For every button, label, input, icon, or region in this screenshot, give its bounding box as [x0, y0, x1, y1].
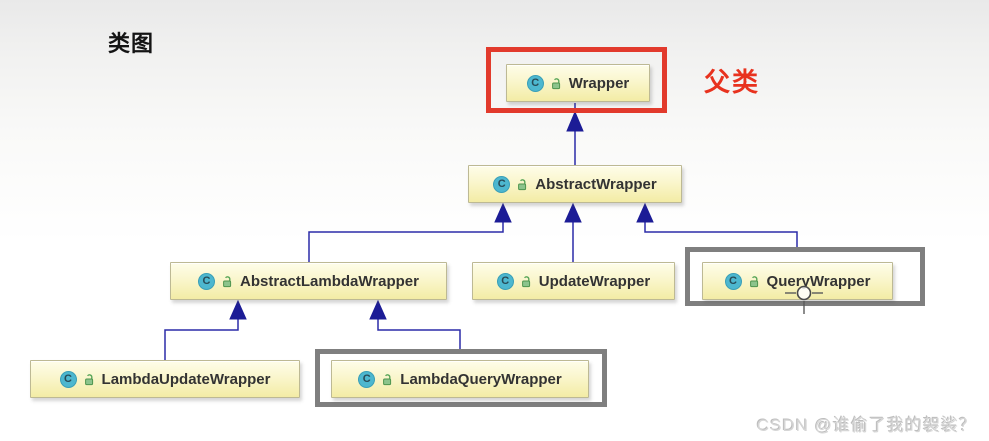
class-icon: C: [724, 272, 742, 290]
open-lock-icon: [551, 77, 560, 89]
page-title: 类图: [108, 31, 155, 56]
class-icon: C: [526, 74, 544, 92]
class-name-label: QueryWrapper: [766, 272, 871, 290]
class-node-abstract-wrapper[interactable]: C AbstractWrapper: [468, 165, 682, 203]
csdn-watermark: CSDN @谁偷了我的袈裟？: [756, 416, 977, 435]
class-node-wrapper[interactable]: C Wrapper: [506, 64, 650, 102]
class-name-label: AbstractLambdaWrapper: [240, 272, 419, 290]
highlight-box-red: [486, 47, 667, 113]
open-lock-icon: [749, 275, 758, 287]
parent-class-annotation: 父类: [704, 67, 761, 97]
class-node-update-wrapper[interactable]: C UpdateWrapper: [472, 262, 675, 300]
class-node-lambda-query-wrapper[interactable]: C LambdaQueryWrapper: [331, 360, 589, 398]
class-name-label: LambdaQueryWrapper: [400, 370, 562, 388]
class-node-abstract-lambda-wrapper[interactable]: C AbstractLambdaWrapper: [170, 262, 447, 300]
open-lock-icon: [84, 373, 93, 385]
class-name-label: Wrapper: [568, 74, 630, 92]
class-icon: C: [198, 272, 216, 290]
open-lock-icon: [383, 373, 392, 385]
class-icon: C: [358, 370, 376, 388]
class-node-lambda-update-wrapper[interactable]: C LambdaUpdateWrapper: [30, 360, 300, 398]
open-lock-icon: [521, 275, 530, 287]
class-name-label: AbstractWrapper: [535, 175, 657, 193]
class-node-query-wrapper[interactable]: C QueryWrapper: [702, 262, 893, 300]
class-icon: C: [59, 370, 77, 388]
open-lock-icon: [223, 275, 232, 287]
class-icon: C: [496, 272, 514, 290]
class-name-label: LambdaUpdateWrapper: [101, 370, 271, 388]
open-lock-icon: [518, 178, 527, 190]
class-name-label: UpdateWrapper: [538, 272, 651, 290]
class-icon: C: [493, 175, 511, 193]
